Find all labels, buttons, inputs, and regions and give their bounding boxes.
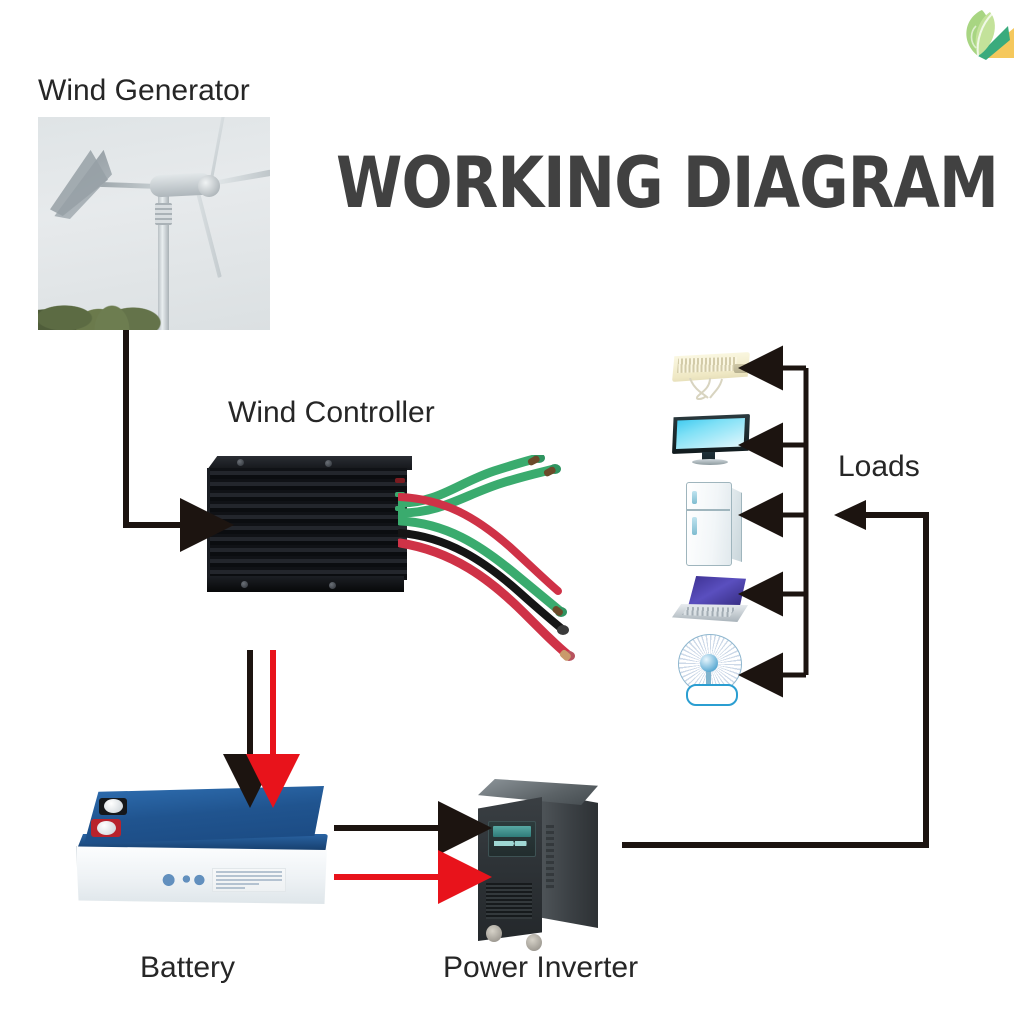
arrow-generator-to-controller: [123, 330, 234, 552]
refrigerator-icon: [686, 482, 742, 566]
loads-distribution-bus: [738, 345, 809, 698]
wind-controller-photo: [207, 456, 412, 592]
controller-output-wires: [398, 455, 575, 661]
inverter-photo: [478, 779, 602, 951]
arrow-inverter-to-loads: [622, 500, 929, 848]
loads-label: Loads: [838, 450, 920, 483]
fan-icon: [672, 634, 748, 706]
battery-label: Battery: [140, 951, 236, 984]
page-title: WORKING DIAGRAM: [336, 142, 999, 224]
air-conditioner-icon: [672, 352, 750, 400]
wind-controller-label: Wind Controller: [228, 396, 435, 429]
power-inverter-label: Power Inverter: [443, 951, 639, 984]
monitor-icon: [672, 414, 750, 466]
brand-logo-icon: [952, 6, 1016, 68]
wind-turbine-photo: [38, 117, 270, 330]
laptop-icon: [672, 576, 754, 624]
wind-generator-label: Wind Generator: [38, 74, 250, 107]
battery-photo: [72, 786, 332, 910]
